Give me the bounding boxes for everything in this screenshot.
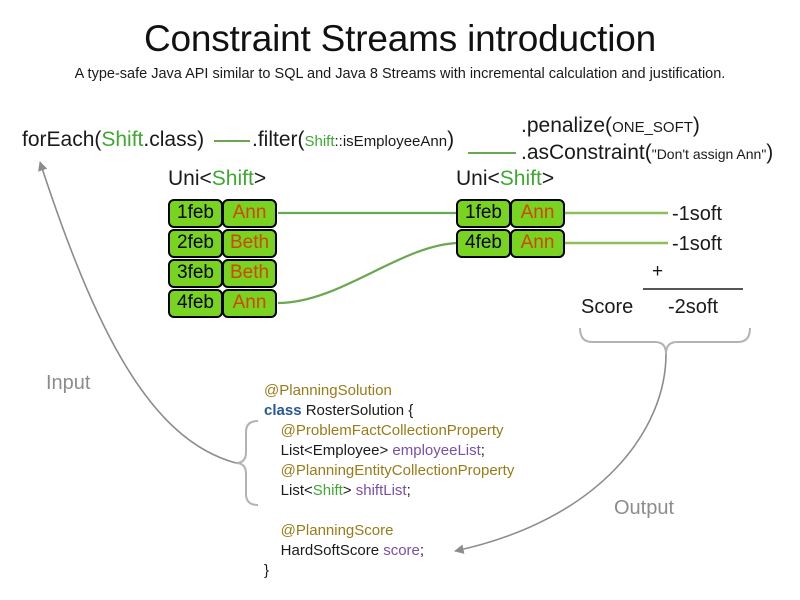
as-constraint-tail: ) xyxy=(766,141,774,164)
shift-employee: Ann xyxy=(222,199,277,228)
table-row: 1feb Ann xyxy=(456,199,565,228)
code-close-brace: } xyxy=(264,562,270,579)
sum-divider xyxy=(643,288,743,290)
annotation-problem-fact-collection-property: @ProblemFactCollectionProperty xyxy=(264,422,504,439)
shift-employee: Ann xyxy=(510,199,565,228)
employee-list-field: employeeList xyxy=(392,442,481,459)
table-row: 2feb Beth xyxy=(168,229,277,258)
employee-list-type: List<Employee> xyxy=(264,442,393,459)
connector-filter-to-penalize xyxy=(468,152,516,154)
link-row4 xyxy=(277,241,459,305)
penalize-arg: ONE_SOFT xyxy=(612,119,693,136)
table-row: 3feb Beth xyxy=(168,259,277,288)
shift-date: 4feb xyxy=(456,229,511,258)
input-label: Input xyxy=(46,372,91,394)
as-constraint-call: .asConstraint("Don't assign Ann") xyxy=(521,141,773,165)
keyword-class: class xyxy=(264,402,302,419)
shift-date: 1feb xyxy=(456,199,511,228)
score-total: -2soft xyxy=(668,296,719,318)
uni-left-type: Shift xyxy=(211,167,254,190)
shift-list-prefix: List< xyxy=(264,482,313,499)
table-row: 1feb Ann xyxy=(168,199,277,228)
foreach-tail: .class) xyxy=(143,128,205,151)
sum-operator: + xyxy=(652,261,664,282)
uni-right-type: Shift xyxy=(499,167,542,190)
filter-tail: ) xyxy=(447,128,455,151)
uni-left-suffix: > xyxy=(253,167,267,190)
shift-employee: Ann xyxy=(222,289,277,318)
shift-list-type: Shift xyxy=(312,482,343,499)
score-brace xyxy=(579,327,751,355)
uni-right-suffix: > xyxy=(541,167,555,190)
shift-date: 4feb xyxy=(168,289,223,318)
annotation-planning-entity-collection-property: @PlanningEntityCollectionProperty xyxy=(264,462,515,479)
as-constraint-arg: "Don't assign Ann" xyxy=(651,146,767,162)
table-row: 4feb Ann xyxy=(456,229,565,258)
code-properties-brace xyxy=(235,420,259,506)
score-semicolon: ; xyxy=(419,542,425,559)
page-title: Constraint Streams introduction xyxy=(143,18,657,59)
penalize-tail: ) xyxy=(692,114,700,137)
output-label: Output xyxy=(614,497,675,519)
java-code-block: @PlanningSolution class RosterSolution {… xyxy=(264,381,514,581)
filter-type: Shift xyxy=(304,133,335,150)
uni-label-right: Uni<Shift> xyxy=(456,167,554,191)
shift-employee: Beth xyxy=(222,259,277,288)
employee-list-semicolon: ; xyxy=(480,442,485,459)
connector-foreach-to-filter xyxy=(214,140,250,142)
penalty-value: -1soft xyxy=(672,233,723,255)
score-label: Score xyxy=(581,296,634,318)
foreach-type: Shift xyxy=(101,128,144,151)
foreach-call: forEach(Shift.class) xyxy=(22,128,204,152)
uni-left-prefix: Uni< xyxy=(168,167,212,190)
annotation-planning-score: @PlanningScore xyxy=(264,522,394,539)
foreach-call-name: forEach( xyxy=(22,128,102,151)
filter-call: .filter(Shift::isEmployeeAnn) xyxy=(252,128,454,152)
filter-method: ::isEmployeeAnn xyxy=(334,133,448,150)
uni-right-prefix: Uni< xyxy=(456,167,500,190)
page-subtitle: A type-safe Java API similar to SQL and … xyxy=(74,66,726,82)
shift-employee: Ann xyxy=(510,229,565,258)
code-blank-line xyxy=(264,501,514,521)
shift-list-semicolon: ; xyxy=(406,482,411,499)
shift-list-mid: > xyxy=(342,482,356,499)
penalize-call: .penalize(ONE_SOFT) xyxy=(521,114,700,138)
shift-date: 3feb xyxy=(168,259,223,288)
penalty-value: -1soft xyxy=(672,203,723,225)
score-field: score xyxy=(383,542,420,559)
as-constraint-call-name: .asConstraint( xyxy=(521,141,652,164)
penalize-call-name: .penalize( xyxy=(521,114,613,137)
shift-date: 1feb xyxy=(168,199,223,228)
annotation-planning-solution: @PlanningSolution xyxy=(264,382,392,399)
shift-employee: Beth xyxy=(222,229,277,258)
shift-date: 2feb xyxy=(168,229,223,258)
uni-label-left: Uni<Shift> xyxy=(168,167,266,191)
filter-call-name: .filter( xyxy=(252,128,305,151)
score-type: HardSoftScore xyxy=(264,542,384,559)
class-name: RosterSolution { xyxy=(301,402,414,419)
table-row: 4feb Ann xyxy=(168,289,277,318)
shift-list-field: shiftList xyxy=(355,482,407,499)
